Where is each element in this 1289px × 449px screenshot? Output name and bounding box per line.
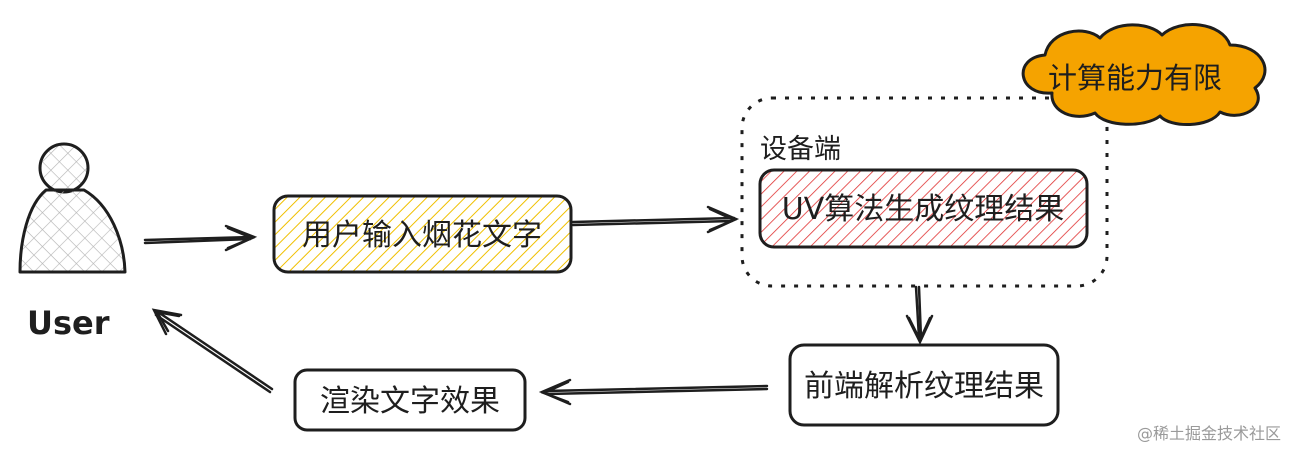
arrow-uv-to-frontend <box>905 285 934 345</box>
render-node: 渲染文字效果 <box>293 368 527 432</box>
device-group-label: 设备端 <box>760 134 841 165</box>
uv-algo-node: UV算法生成纹理结果 <box>758 168 1089 249</box>
cloud-shape <box>1021 23 1267 127</box>
input-node: 用户输入烟花文字 <box>272 194 573 274</box>
arrow-user-to-input <box>143 224 258 252</box>
device-group-border <box>740 96 1109 288</box>
frontend-parse-node-label: 前端解析纹理结果 <box>804 369 1044 404</box>
user-icon <box>18 142 127 274</box>
watermark: @稀土掘金技术社区 <box>1137 424 1281 443</box>
cloud-label: 计算能力有限 <box>1048 61 1222 95</box>
user-label: User <box>27 304 110 342</box>
arrow-frontend-to-render <box>538 378 769 406</box>
uv-algo-node-label: UV算法生成纹理结果 <box>782 192 1064 227</box>
input-node-label: 用户输入烟花文字 <box>302 218 542 253</box>
render-node-label: 渲染文字效果 <box>320 384 500 419</box>
frontend-parse-node: 前端解析纹理结果 <box>788 343 1060 427</box>
arrow-input-to-uv <box>571 205 740 234</box>
arrow-render-to-user <box>151 308 274 394</box>
